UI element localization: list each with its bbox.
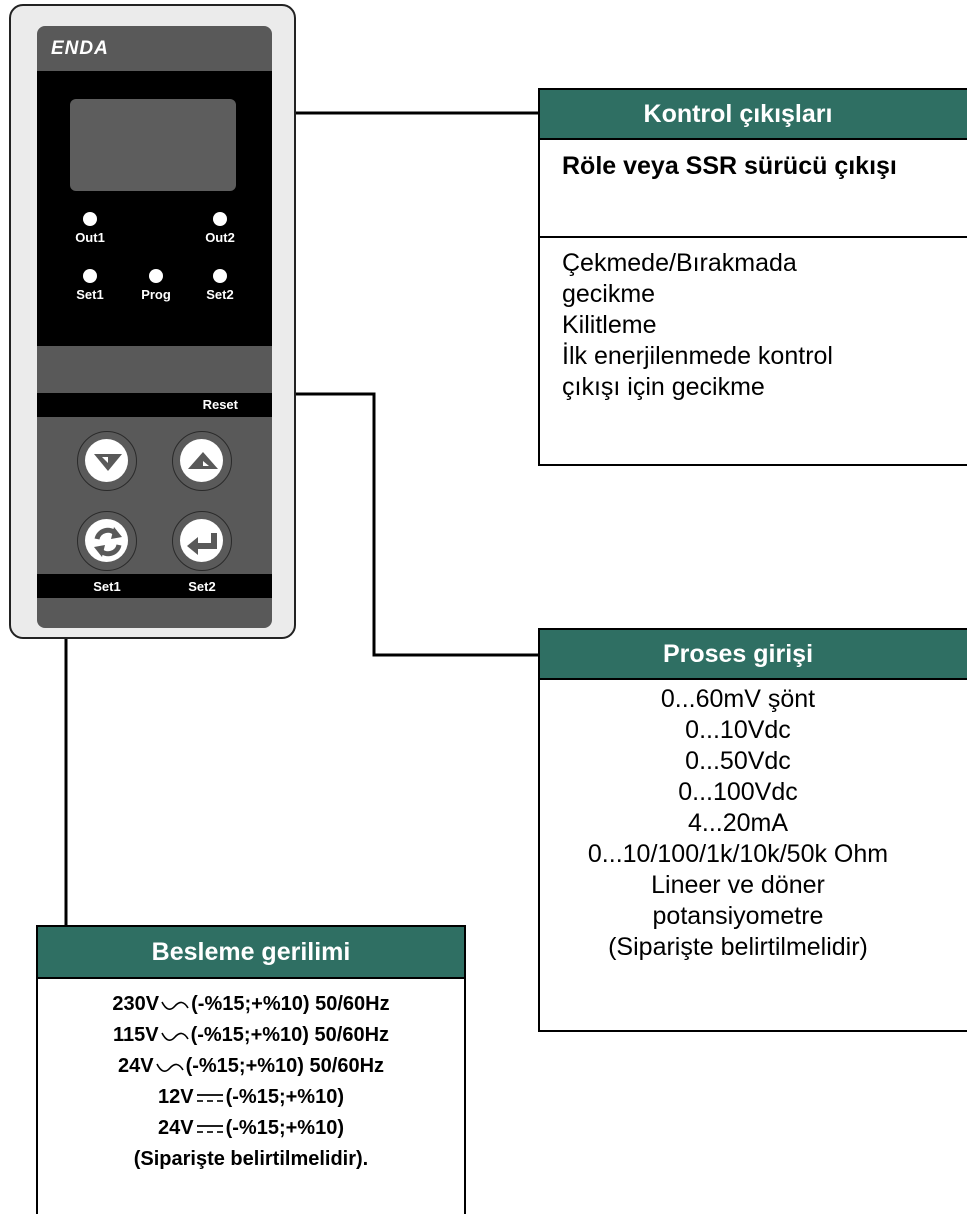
ac-symbol-icon (160, 1032, 189, 1041)
led-label-set1: Set1 (76, 287, 104, 302)
supply-voltage-item: 12V (-%15;+%10) (38, 1082, 464, 1113)
led-label-prog: Prog (141, 287, 171, 302)
supply-voltage-item: 24V (-%15;+%10) 50/60Hz (38, 1051, 464, 1082)
lcd-display (70, 99, 236, 191)
up-key[interactable] (172, 431, 232, 491)
process-input-item: 4...20mA (687, 809, 789, 837)
voltage-range: (-%15;+%10) 50/60Hz (191, 993, 390, 1015)
display-panel: Out1 Out2 Set1 Prog Set2 (37, 71, 272, 346)
voltage-value: 115V (112, 1024, 159, 1046)
process-input-item: Lineer ve döner (651, 871, 825, 899)
ac-symbol-icon (155, 1063, 184, 1072)
process-input-item: 0...50Vdc (685, 747, 791, 775)
set2-label: Set2 (188, 579, 216, 594)
ac-symbol-icon (161, 1001, 189, 1010)
feature-item: İlk enerjilenmede kontrol (562, 342, 833, 370)
down-arrow-icon (94, 454, 122, 471)
led-set2 (213, 269, 227, 283)
control-outputs-subtitle: Röle veya SSR sürücü çıkışı (540, 140, 967, 238)
process-input-item: 0...60mV şönt (660, 685, 816, 713)
dc-symbol-icon (196, 1093, 223, 1102)
supply-voltage-title: Besleme gerilimi (38, 927, 464, 979)
voltage-range: (-%15;+%10) 50/60Hz (190, 1024, 390, 1046)
dc-symbol-icon (196, 1124, 223, 1133)
voltage-range: (-%15;+%10) 50/60Hz (185, 1055, 385, 1077)
set-strip: Set1 Set2 (37, 574, 272, 598)
process-input-box: Proses girişi 0...60mV şönt 0...10Vdc 0.… (538, 628, 967, 1032)
feature-item: Çekmede/Bırakmada (562, 249, 797, 277)
faceplate: ENDA Out1 Out2 Set1 Prog Set2 Reset (37, 26, 272, 628)
led-label-set2: Set2 (206, 287, 234, 302)
voltage-value: 230V (112, 993, 160, 1015)
supply-voltage-item: 24V (-%15;+%10) (38, 1113, 464, 1144)
set1-key[interactable] (77, 511, 137, 571)
led-out1 (83, 212, 97, 226)
supply-voltage-note: (Siparişte belirtilmelidir). (133, 1148, 369, 1170)
control-outputs-title: Kontrol çıkışları (540, 90, 967, 140)
brand-logo: ENDA (51, 38, 109, 59)
process-input-list: 0...60mV şönt 0...10Vdc 0...50Vdc 0...10… (540, 680, 967, 963)
voltage-value: 12V (158, 1086, 194, 1108)
led-set1 (83, 269, 97, 283)
cycle-icon (94, 527, 122, 557)
voltage-range: (-%15;+%10) (225, 1086, 344, 1108)
process-input-item: 0...100Vdc (678, 778, 798, 806)
led-label-out1: Out1 (75, 230, 105, 245)
enter-key[interactable] (172, 511, 232, 571)
supply-voltage-list: 230V (-%15;+%10) 50/60Hz 115V (-%15;+%10) … (38, 979, 464, 1175)
led-out2 (213, 212, 227, 226)
led-label-out2: Out2 (205, 230, 235, 245)
up-arrow-icon (188, 452, 218, 469)
process-input-item: 0...10Vdc (685, 716, 791, 744)
down-key[interactable] (77, 431, 137, 491)
reset-label: Reset (202, 397, 238, 412)
supply-voltage-item: 115V (-%15;+%10) 50/60Hz (38, 1020, 464, 1051)
feature-item: gecikme (562, 280, 656, 308)
set1-label: Set1 (93, 579, 121, 594)
supply-voltage-item: 230V (-%15;+%10) 50/60Hz (38, 989, 464, 1020)
voltage-value: 24V (158, 1117, 194, 1139)
connector-proses (296, 392, 540, 657)
process-input-item: 0...10/100/1k/10k/50k Ohm (587, 840, 889, 868)
led-prog (149, 269, 163, 283)
enter-icon (187, 533, 217, 555)
process-input-item: (Siparişte belirtilmelidir) (608, 933, 868, 961)
voltage-value: 24V (117, 1055, 154, 1077)
feature-item: çıkışı için gecikme (562, 373, 765, 401)
control-outputs-box: Kontrol çıkışları Röle veya SSR sürücü ç… (538, 88, 967, 466)
controller-device: ENDA Out1 Out2 Set1 Prog Set2 Reset (9, 4, 296, 639)
control-outputs-features: Çekmede/Bırakmada gecikme Kilitleme İlk … (540, 238, 967, 403)
supply-voltage-box: Besleme gerilimi 230V (-%15;+%10) 50/60Hz… (36, 925, 466, 1214)
feature-item: Kilitleme (562, 311, 657, 339)
process-input-item: potansiyometre (652, 902, 824, 930)
process-input-title: Proses girişi (540, 630, 967, 680)
reset-strip: Reset (37, 393, 272, 417)
voltage-range: (-%15;+%10) (225, 1117, 344, 1139)
